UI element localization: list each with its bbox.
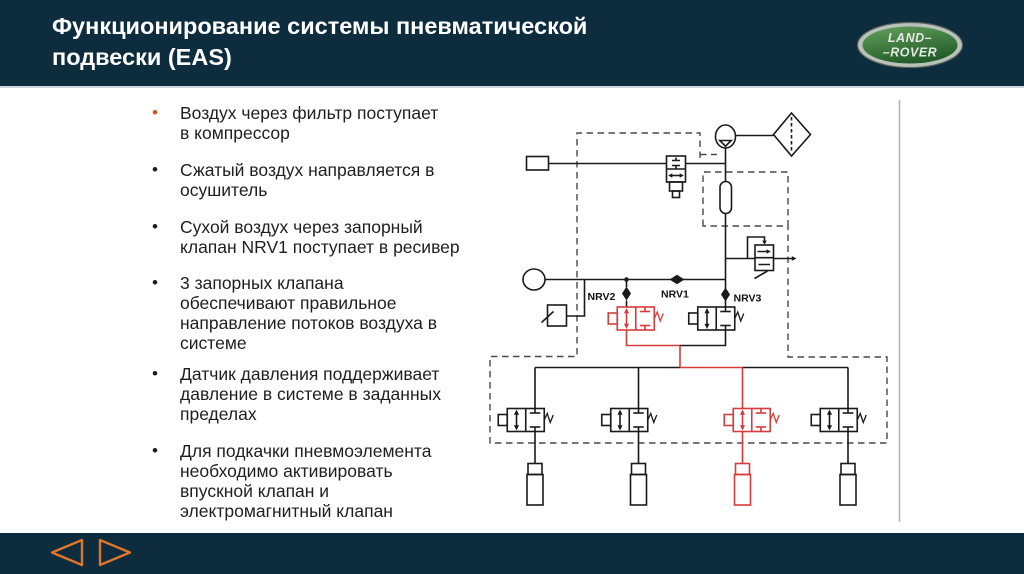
air-dryer (719, 180, 733, 215)
next-slide-button[interactable] (94, 537, 134, 569)
label-nrv2: NRV2 (588, 291, 616, 303)
prev-slide-button[interactable] (48, 537, 88, 569)
vent-valve (665, 155, 687, 199)
reservoir-valve (687, 306, 745, 331)
check-valve-nrv1 (669, 274, 685, 285)
left-triangle-icon (50, 538, 84, 567)
check-valve-nrv2 (622, 277, 631, 307)
air-intake (525, 155, 550, 171)
corner-valve-1 (497, 407, 555, 433)
bullet-marker: • (152, 273, 158, 292)
corner-valve-2 (600, 407, 658, 433)
dashed-enclosures (489, 132, 888, 444)
air-filter (772, 111, 812, 158)
bullet-marker: • (152, 160, 158, 179)
logo-oval (862, 26, 958, 64)
gallery-valve-active (607, 306, 665, 331)
check-valve-nrv3 (721, 287, 730, 302)
pressure-sensor (522, 268, 546, 291)
label-nrv1: NRV1 (661, 289, 689, 301)
footer-bar (0, 533, 1024, 574)
corner-valve-3-active (723, 407, 781, 433)
right-triangle-icon (98, 538, 132, 567)
corner-valve-4 (810, 407, 868, 433)
exhaust-silencer (540, 279, 586, 327)
slide-header: Функционирование системы пневматической … (0, 0, 1024, 88)
bullet-marker: • (152, 103, 158, 122)
compressor (714, 124, 737, 149)
pressure-relief-valve (725, 236, 797, 280)
air-spring-4 (839, 431, 857, 506)
page-title: Функционирование системы пневматической … (52, 13, 588, 70)
land-rover-logo: LAND– –ROVER (852, 18, 968, 77)
label-nrv3: NRV3 (734, 293, 762, 305)
air-spring-3-active (733, 431, 752, 506)
logo-text-land: LAND– (888, 31, 932, 45)
bullet-marker: • (152, 441, 158, 460)
air-spring-2 (629, 431, 648, 506)
bullet-marker: • (152, 217, 158, 236)
logo-text-rover: –ROVER (883, 46, 937, 60)
bullet-marker: • (152, 364, 158, 383)
air-spring-1 (526, 431, 544, 506)
